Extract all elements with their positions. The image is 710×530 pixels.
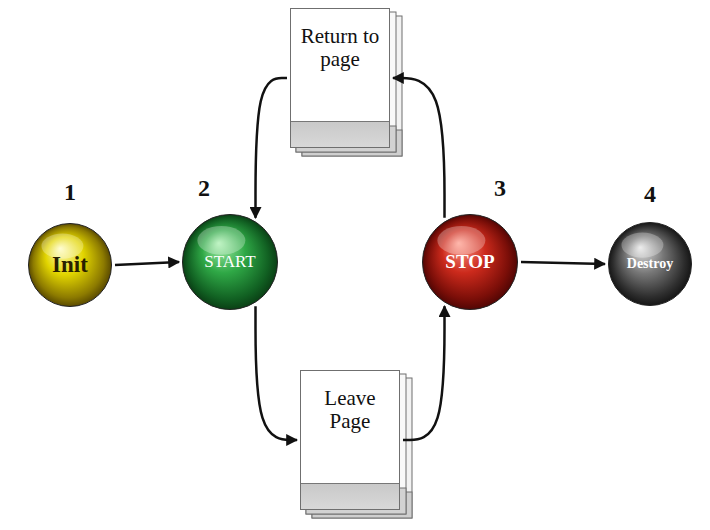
callout-number: 4 — [644, 181, 656, 208]
flow-arrow — [115, 262, 179, 265]
highlight — [621, 233, 663, 258]
node-label: Destroy — [627, 256, 673, 271]
node-label: Init — [52, 252, 88, 277]
flow-arrow — [393, 78, 445, 218]
node-label: STOP — [445, 252, 494, 273]
callout-number: 1 — [64, 179, 76, 206]
destroy-circle-disc — [609, 223, 692, 306]
flow-arrow — [256, 78, 288, 218]
stop-circle: STOP — [422, 214, 518, 310]
page-box: Return to page — [290, 8, 390, 148]
node-label: Leave Page — [309, 387, 391, 433]
init-circle: Init — [28, 223, 112, 307]
init-circle-disc — [29, 224, 112, 307]
stop-circle-disc — [423, 215, 518, 310]
node-label: START — [204, 253, 255, 272]
callout-number: 2 — [198, 175, 210, 202]
start-circle: START — [182, 214, 278, 310]
highlight — [197, 226, 245, 255]
node-label: Return to page — [299, 25, 381, 71]
highlight — [437, 226, 485, 255]
page-box: Leave Page — [300, 370, 400, 510]
flow-arrow — [256, 306, 298, 440]
start-circle-disc — [183, 215, 278, 310]
callout-number: 3 — [494, 175, 506, 202]
flow-arrow — [403, 306, 445, 440]
flow-arrow — [521, 262, 605, 264]
destroy-circle: Destroy — [608, 222, 692, 306]
